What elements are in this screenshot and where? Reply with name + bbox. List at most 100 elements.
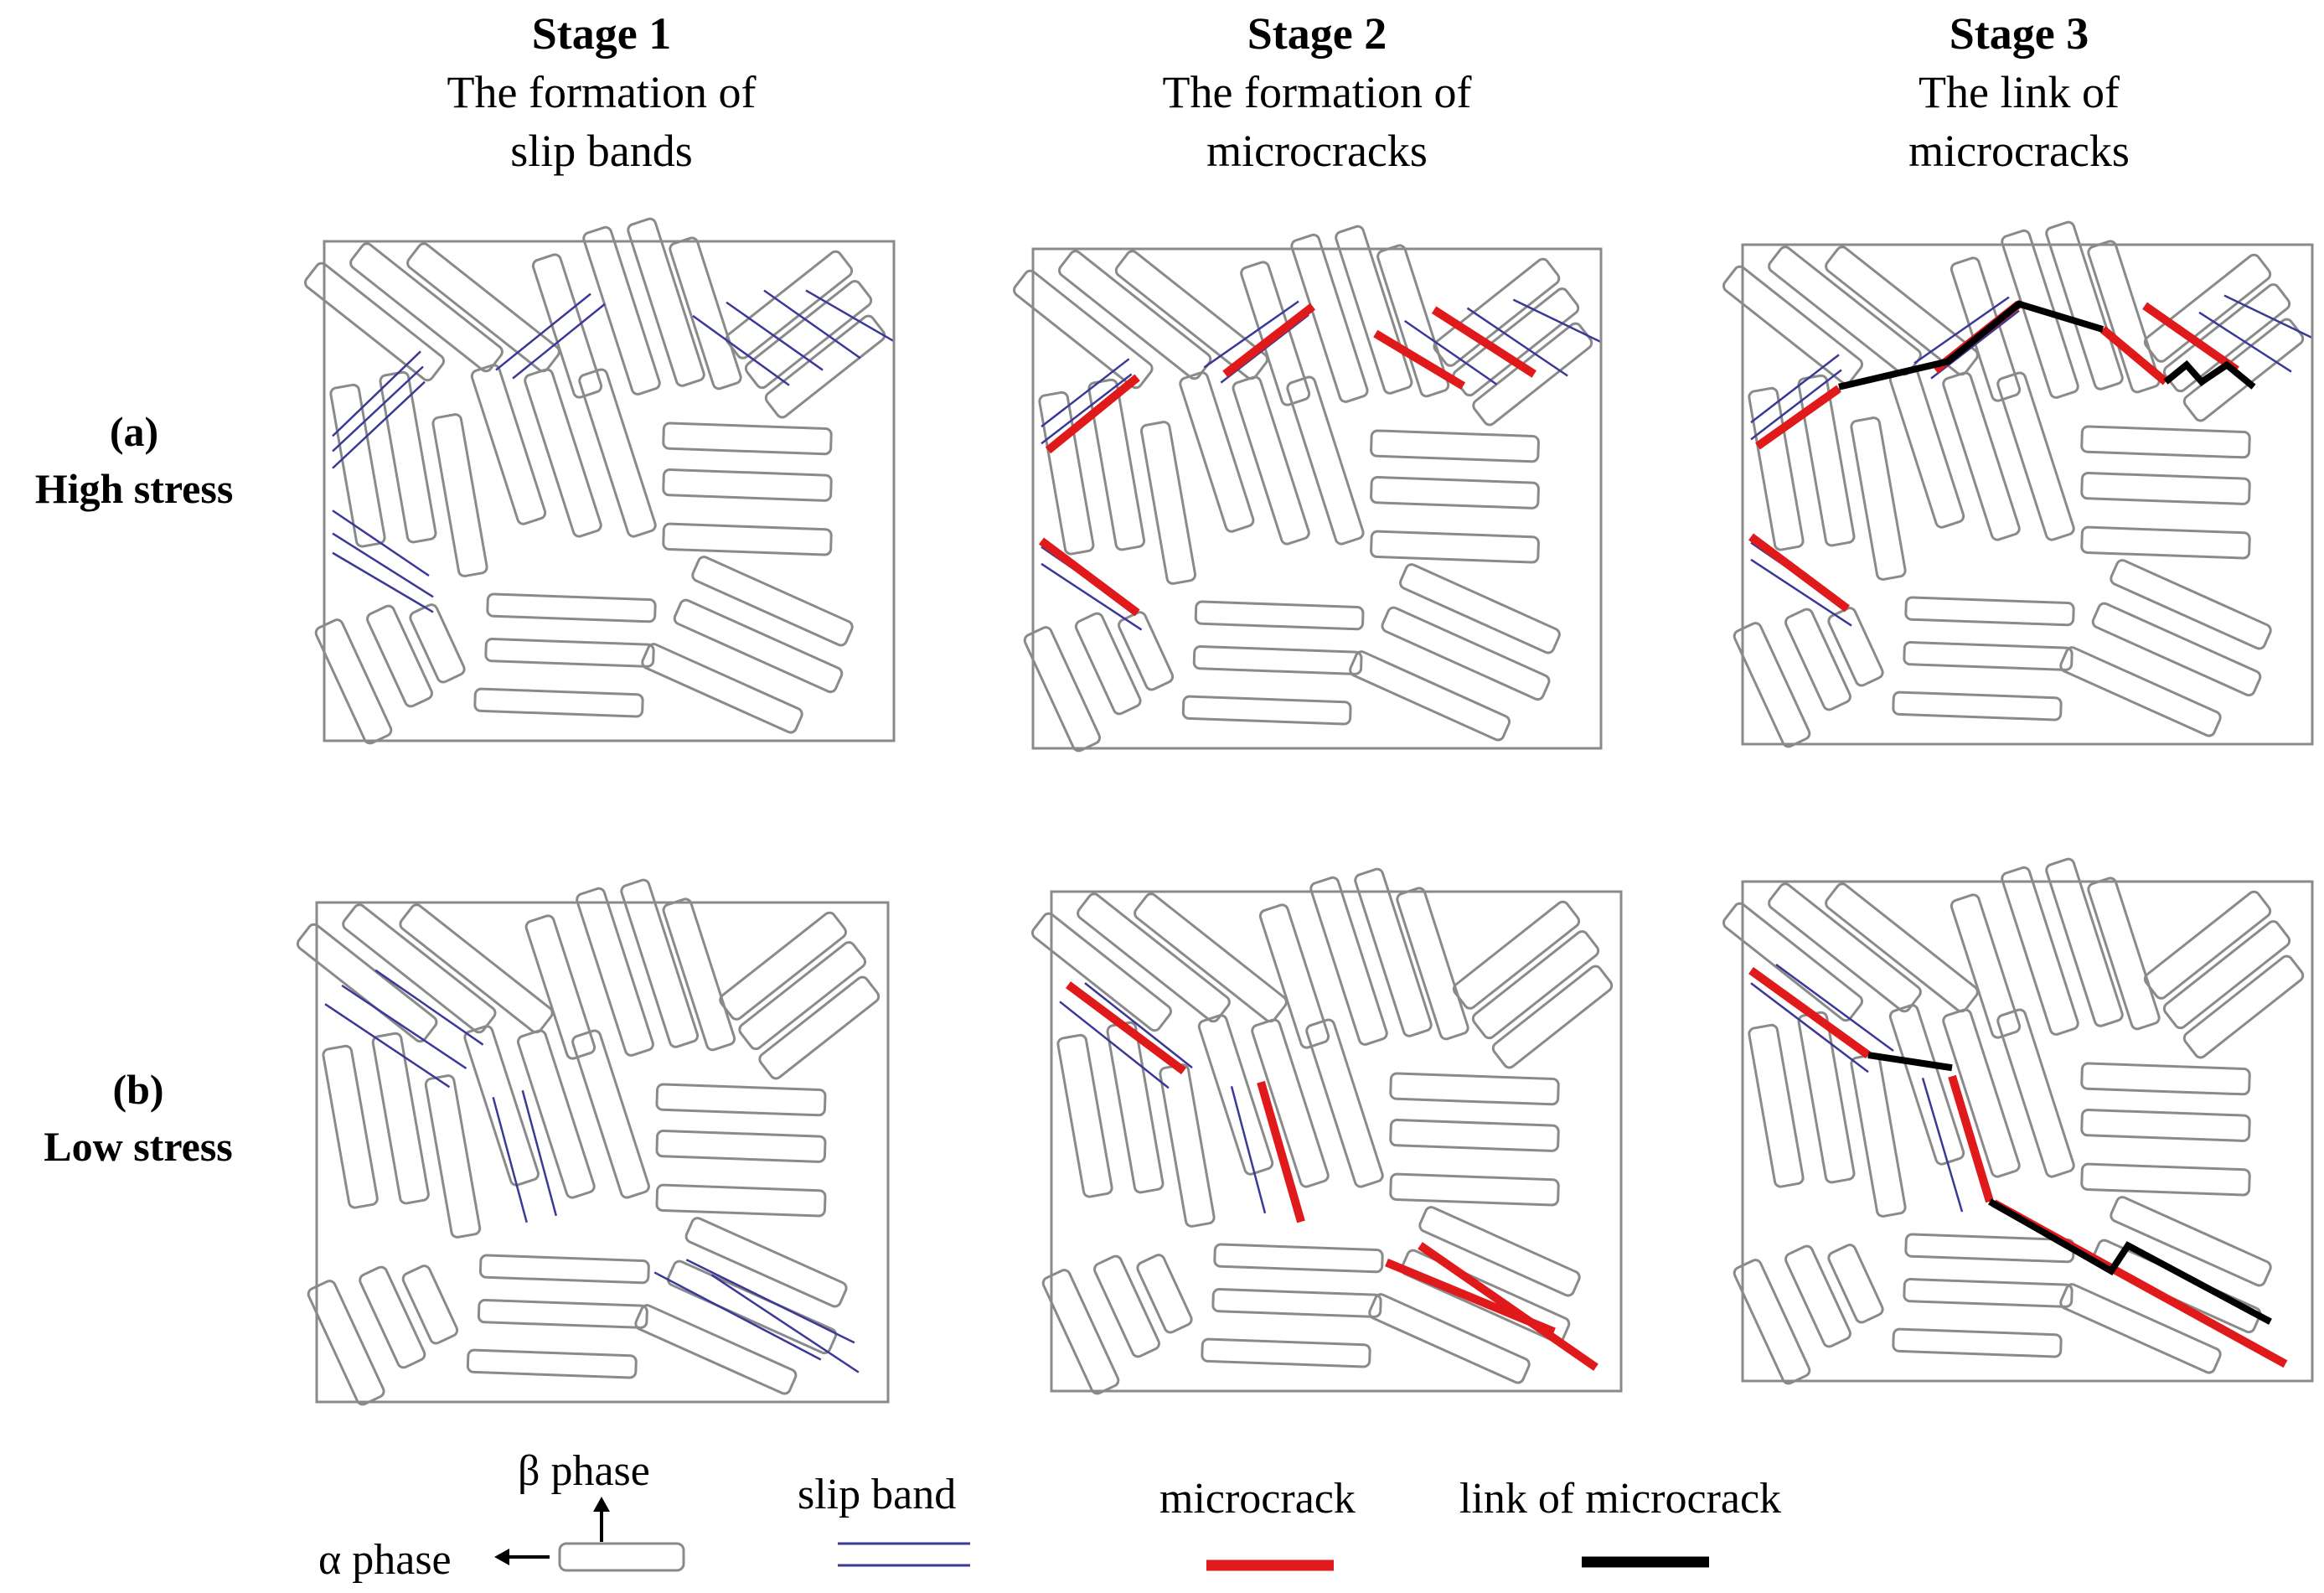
stage-header-2: Stage 2 The formation of microcracks — [1163, 8, 1472, 176]
alpha-lath — [1088, 379, 1145, 551]
alpha-lath — [1368, 1292, 1531, 1384]
slip-band — [686, 1259, 855, 1342]
microcrack-link — [2166, 365, 2254, 386]
legend-alpha-lath — [558, 1542, 685, 1572]
alpha-lath — [627, 217, 705, 387]
alpha-lath — [349, 241, 504, 374]
alpha-lath — [358, 1265, 426, 1369]
slip-band — [1232, 1086, 1265, 1213]
panel-border — [1741, 243, 2314, 746]
alpha-lath — [1391, 1073, 1559, 1104]
alpha-lath — [571, 1029, 650, 1199]
alpha-lath — [1136, 1253, 1194, 1334]
row-a-id: (a) — [110, 408, 158, 455]
slip-band — [342, 985, 466, 1068]
alpha-lath — [1117, 610, 1175, 691]
slip-band — [1751, 354, 1839, 422]
alpha-lath — [2091, 1239, 2262, 1334]
alpha-lath — [524, 914, 596, 1060]
alpha-lath — [744, 279, 874, 390]
alpha-lath — [2091, 602, 2262, 697]
row-b-id: (b) — [112, 1066, 163, 1113]
alpha-lath — [1827, 1243, 1885, 1324]
slip-band — [764, 291, 860, 359]
alpha-lath — [691, 555, 855, 647]
panel-low-stress-stage-1 — [296, 878, 890, 1406]
alpha-lath — [1490, 964, 1614, 1070]
alpha-lath — [1893, 1329, 2062, 1357]
alpha-lath — [2082, 1164, 2250, 1195]
alpha-lath — [2162, 282, 2292, 394]
alpha-lath — [657, 1185, 826, 1216]
alpha-lath — [1179, 371, 1255, 533]
alpha-lath — [2045, 857, 2124, 1027]
alpha-lath — [478, 1300, 647, 1327]
alpha-lath — [2110, 558, 2273, 650]
slip-band — [1405, 321, 1497, 385]
alpha-lath — [1432, 256, 1561, 368]
alpha-lath — [1904, 642, 2073, 670]
slip-band — [493, 1097, 527, 1223]
alpha-lath — [1824, 882, 1980, 1014]
alpha-lath — [1023, 625, 1102, 753]
alpha-lath — [2110, 1195, 2273, 1287]
slip-band — [1060, 1001, 1169, 1088]
microcrack — [1376, 334, 1464, 386]
legend-beta-arrow-head — [593, 1497, 610, 1512]
stage-2-title: Stage 2 — [1247, 8, 1387, 59]
alpha-lath — [1039, 391, 1094, 555]
alpha-lath — [314, 618, 393, 745]
panel-border — [323, 240, 896, 742]
alpha-lath — [657, 1084, 826, 1115]
alpha-lath — [725, 249, 855, 360]
alpha-lath — [684, 1216, 848, 1308]
alpha-lath — [1041, 1268, 1120, 1395]
slip-band — [333, 510, 429, 576]
panel-high-stress-stage-2 — [1012, 225, 1603, 753]
slip-band — [325, 1004, 449, 1087]
slip-band — [333, 382, 425, 468]
microcrack — [1758, 389, 1839, 447]
microcrack — [1225, 307, 1313, 375]
alpha-lath — [1893, 692, 2062, 720]
panel-border — [1741, 880, 2314, 1383]
alpha-lath — [372, 1032, 429, 1204]
alpha-lath — [303, 261, 447, 382]
alpha-lath — [1391, 1174, 1559, 1205]
alpha-lath — [1251, 1018, 1330, 1188]
alpha-lath — [1418, 1205, 1582, 1297]
alpha-lath — [2143, 889, 2273, 1001]
legend-microcrack-label: microcrack — [1159, 1475, 1356, 1523]
row-b-label: Low stress — [44, 1123, 232, 1170]
alpha-lath — [1183, 696, 1351, 724]
alpha-lath — [1722, 264, 1865, 385]
microcrack — [2103, 329, 2166, 382]
alpha-lath — [634, 1303, 798, 1395]
alpha-lath — [2082, 527, 2250, 558]
alpha-lath — [1133, 892, 1289, 1024]
legend-alpha-arrow-head — [494, 1549, 509, 1565]
alpha-lath — [1213, 1289, 1381, 1316]
alpha-lath — [1942, 1008, 2021, 1178]
microcrack — [1751, 970, 1868, 1055]
legend-alpha-phase-label: α phase — [318, 1536, 452, 1584]
alpha-lath — [664, 524, 832, 555]
alpha-lath — [662, 897, 736, 1052]
alpha-lath — [2087, 877, 2161, 1031]
microcrack — [1434, 310, 1535, 375]
slip-band — [333, 553, 433, 613]
alpha-lath — [517, 1029, 596, 1199]
row-a-label: High stress — [35, 465, 234, 512]
alpha-lath — [1748, 387, 1804, 551]
alpha-lath — [2162, 919, 2292, 1031]
alpha-lath — [664, 469, 832, 500]
alpha-lath — [1381, 606, 1551, 701]
alpha-lath — [486, 639, 654, 666]
legend-beta-phase-label: β phase — [518, 1447, 650, 1495]
alpha-lath — [1371, 431, 1538, 462]
alpha-lath — [1722, 901, 1865, 1022]
stage-2-line2: microcracks — [1206, 126, 1428, 176]
legend-slip-band-label: slip band — [798, 1471, 956, 1518]
alpha-lath — [1748, 1024, 1804, 1187]
alpha-lath — [1197, 1014, 1273, 1176]
